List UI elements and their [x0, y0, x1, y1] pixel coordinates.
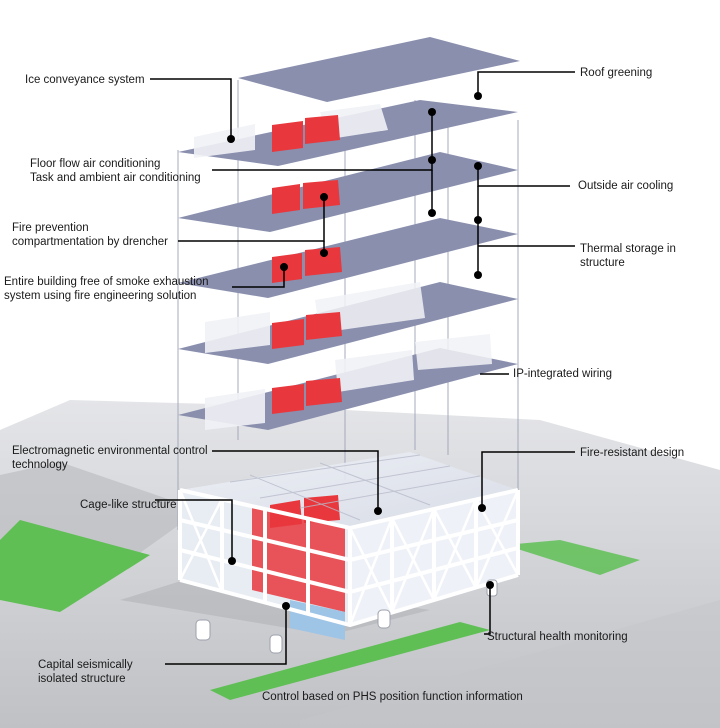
label-floor-flow-ac: Floor flow air conditioning: [30, 158, 161, 170]
roof-slab: [238, 37, 520, 102]
grass-left: [0, 520, 150, 612]
floor-slabs: [178, 37, 520, 430]
label-roof-greening: Roof greening: [580, 67, 653, 79]
label-cage-like-structure: Cage-like structure: [80, 499, 177, 511]
label-structural-health: Structural health monitoring: [487, 631, 628, 643]
label-phs-control: Control based on PHS position function i…: [262, 691, 523, 703]
floor-slab-5: [178, 152, 518, 232]
label-smoke-exhaustion: Entire building free of smoke exhaustion: [4, 276, 209, 288]
label-isolated-structure: isolated structure: [38, 673, 126, 685]
label-fire-resistant: Fire-resistant design: [580, 447, 685, 459]
grass-front: [210, 622, 490, 700]
entrance-glass: [290, 600, 345, 640]
label-ip-wiring: IP-integrated wiring: [513, 368, 613, 380]
label-ice-conveyance: Ice conveyance system: [25, 74, 145, 86]
label-fire-prevention: Fire prevention: [12, 222, 89, 234]
leader-dots: [227, 92, 494, 610]
building-frame: [178, 452, 520, 654]
floor-slab-4: [178, 218, 518, 298]
label-electromagnetic: Electromagnetic environmental control: [12, 445, 208, 457]
label-capital-seismic: Capital seismically: [38, 659, 133, 671]
label-outside-air-cooling: Outside air cooling: [578, 180, 674, 192]
label-thermal-storage: Thermal storage in: [580, 243, 676, 255]
label-fire-engineering: system using fire engineering solution: [4, 290, 197, 302]
label-task-ambient-ac: Task and ambient air conditioning: [30, 172, 201, 184]
leader-lines: [150, 71, 575, 665]
label-compartmentation: compartmentation by drencher: [12, 236, 168, 248]
label-structure: structure: [580, 257, 625, 269]
label-technology: technology: [12, 459, 68, 471]
grass-right: [505, 540, 640, 575]
